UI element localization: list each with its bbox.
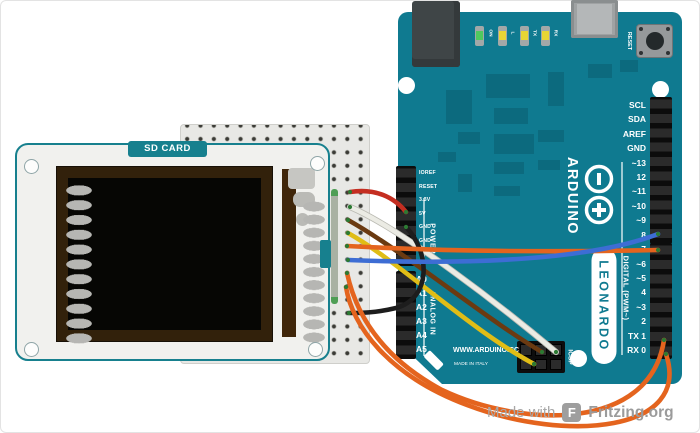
solder-pads-left — [62, 183, 96, 347]
wire-orange-tx1[interactable] — [344, 270, 667, 418]
rx-led — [541, 26, 550, 46]
sd-card-label: SD CARD — [128, 141, 207, 157]
reset-button[interactable] — [636, 24, 673, 58]
mounting-hole — [307, 341, 323, 357]
screw-dot — [639, 51, 643, 55]
fritzing-watermark: Made with F Fritzing.org — [487, 403, 674, 422]
mounting-hole — [309, 155, 325, 171]
wire-orange-rx0[interactable] — [343, 284, 672, 429]
arduino-infinity-logo — [584, 164, 614, 225]
l-led — [498, 26, 507, 46]
digital-header-bottom[interactable] — [650, 243, 672, 359]
mounting-hole — [397, 76, 415, 94]
mounting-hole — [651, 80, 669, 98]
fritzing-brand: Fritzing.org — [588, 403, 674, 421]
lcd-header-strip — [331, 189, 338, 304]
screw-dot — [666, 27, 670, 31]
arduino-url: WWW.ARDUINO.CC — [453, 347, 520, 354]
wire-orange-d7[interactable] — [344, 243, 661, 254]
wire-white-icsp[interactable] — [347, 204, 559, 355]
fritzing-logo-icon: F — [562, 403, 582, 422]
screw-dot — [639, 27, 643, 31]
sd-holder-pad — [288, 168, 315, 189]
wire-brown-icsp[interactable] — [345, 217, 545, 355]
tx-led — [520, 26, 529, 46]
arduino-leonardo-board[interactable]: RESET ON L TX RX ARDUINO LEONARDO DIGITA… — [396, 0, 682, 384]
silkscreen-patches — [438, 60, 638, 196]
mounting-hole — [569, 349, 587, 367]
wire-tips — [343, 189, 669, 367]
wire-red-5v[interactable] — [347, 188, 409, 215]
screw-dot — [666, 51, 670, 55]
icsp-header[interactable] — [517, 341, 565, 373]
wire-blue-d8[interactable] — [345, 231, 661, 265]
solder-pads-right — [301, 200, 327, 344]
digital-header-top[interactable] — [650, 97, 672, 244]
made-with-text: Made with — [487, 404, 556, 421]
made-in-italy: MADE IN ITALY — [454, 362, 488, 367]
icsp-pin — [550, 358, 562, 370]
mounting-hole — [23, 158, 39, 174]
connector-tab — [320, 240, 331, 268]
power-jack — [412, 1, 460, 67]
tft-sd-module[interactable]: SD CARD — [15, 141, 331, 361]
on-led — [475, 26, 484, 46]
flex-ribbon — [282, 169, 296, 337]
white-wire-outline — [346, 203, 560, 356]
usb-port-inner — [577, 4, 612, 34]
analog-header[interactable] — [396, 271, 416, 359]
edge-notch — [424, 350, 444, 370]
reset-button-cap[interactable] — [646, 32, 664, 50]
mounting-hole — [23, 341, 39, 357]
